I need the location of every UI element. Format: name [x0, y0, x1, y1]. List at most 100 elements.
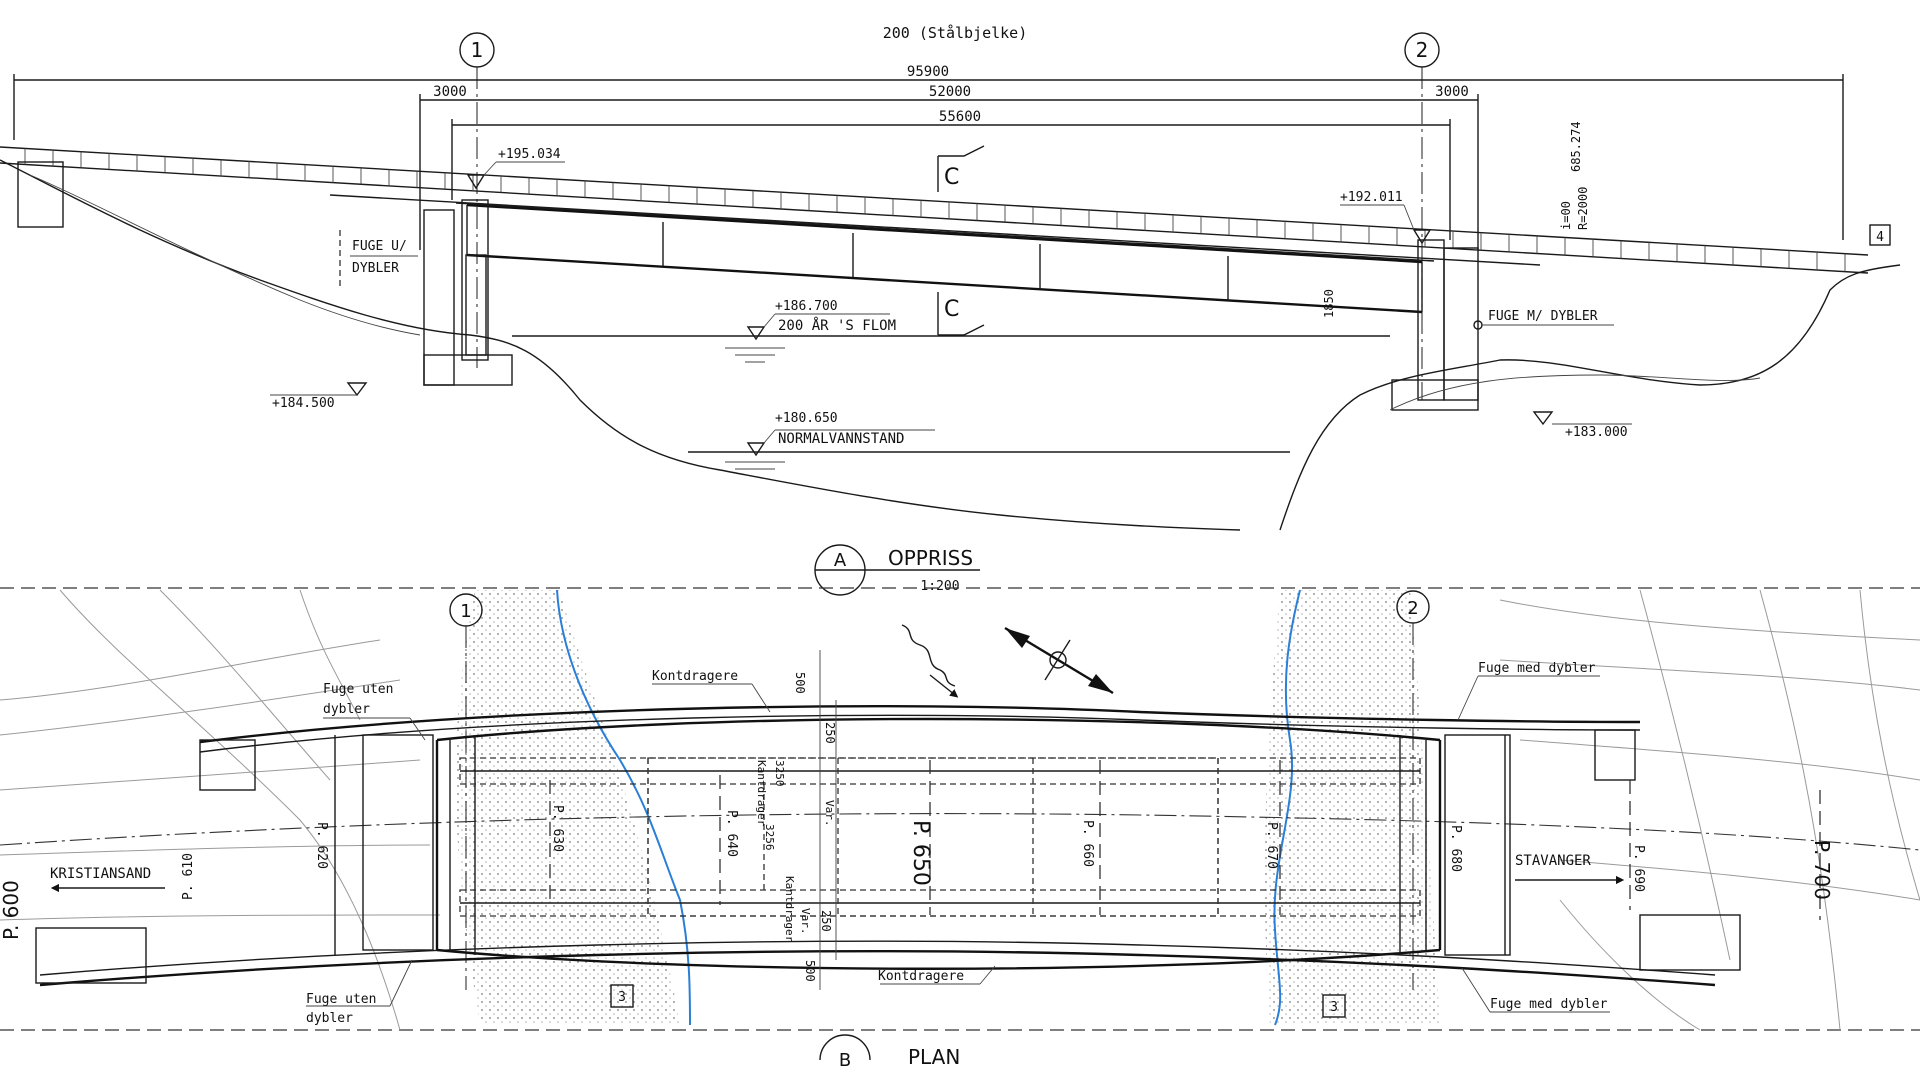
end-box-marker: 4	[1869, 224, 1891, 246]
level-right-deck: +192.011	[1340, 190, 1432, 245]
section-mark-bottom-label: C	[944, 297, 959, 322]
view-a-title: OPPRISS	[888, 546, 973, 570]
kontdragere-top-label: Kontdragere	[652, 669, 738, 684]
abutment-left	[423, 199, 513, 386]
dim-500-bottom: 500	[803, 960, 817, 982]
profile-600: P. 600	[0, 880, 23, 940]
vert-dim-3: i=00	[1559, 201, 1573, 230]
box-right: 3	[1322, 994, 1346, 1018]
kantdrager-1: Kantdrager	[755, 760, 768, 827]
axis-1-marker: 1	[459, 32, 495, 368]
normal-level-label: NORMALVANNSTAND	[778, 431, 904, 447]
direction-kristiansand: KRISTIANSAND	[50, 866, 165, 893]
plan-axis-2-label: 2	[1407, 598, 1418, 619]
fuge-uten-top-line1: Fuge uten	[323, 682, 393, 697]
dimension-total: 95900	[13, 64, 1844, 240]
flood-level: +186.700 200 ÅR 'S FLOM	[512, 299, 1390, 363]
dim-deck-label: 55600	[939, 109, 981, 125]
view-title-a: A OPPRISS 1:200	[814, 544, 980, 596]
dimension-span: 3000 52000 3000	[419, 84, 1479, 250]
city-left-label: KRISTIANSAND	[50, 866, 151, 882]
profile-670: P. 670	[1264, 822, 1279, 869]
terrain-contours	[0, 589, 1920, 1031]
plan-axis-2: 2	[1396, 590, 1430, 990]
view-b-letter: B	[839, 1050, 851, 1071]
profile-630: P. 630	[550, 805, 565, 852]
abutment-right	[1391, 239, 1479, 411]
fuge-uten-top-line2: dybler	[323, 702, 370, 717]
section-mark-bottom: C	[937, 292, 985, 336]
kantdrager-2: Kantdrager	[783, 876, 796, 943]
profile-lines	[549, 760, 1821, 920]
end-box-label: 4	[1876, 230, 1884, 245]
profile-700: P. 700	[1810, 840, 1834, 900]
road-edges	[0, 704, 1920, 987]
left-end-block	[17, 161, 64, 228]
fuge-left-line2: DYBLER	[352, 261, 399, 276]
level-ground-right: +183.000	[1532, 411, 1632, 440]
plan-view: 1 2	[0, 587, 1920, 1071]
fuge-med-top-note: Fuge med dybler	[1457, 661, 1600, 721]
flood-level-label: 200 ÅR 'S FLOM	[778, 317, 896, 334]
dim-3256: 3256	[763, 824, 776, 851]
view-title-b: B PLAN	[819, 1034, 960, 1071]
section-mark-top-label: C	[944, 165, 959, 190]
axis-2-marker: 2	[1404, 32, 1440, 400]
dim-total-label: 95900	[907, 64, 949, 80]
plan-axis-1-label: 1	[460, 601, 471, 622]
level-right-deck-value: +192.011	[1340, 190, 1403, 205]
bridge-railing	[0, 146, 1869, 274]
profile-650: P. 650	[908, 820, 933, 886]
view-a-scale: 1:200	[920, 579, 959, 594]
section-mark-top: C	[937, 145, 985, 192]
top-label: 200 (Stålbjelke)	[883, 24, 1028, 42]
bridge-deck-plan	[334, 717, 1511, 970]
fuge-med-top-label: Fuge med dybler	[1478, 661, 1596, 676]
kontdragere-bottom-note: Kontdragere	[878, 965, 996, 985]
level-ground-left: +184.500	[270, 382, 368, 411]
fuge-med-bottom-label: Fuge med dybler	[1490, 997, 1608, 1012]
plan-small-dims: 500 250 Kantdrager 3250 Var. 3256 Kantdr…	[755, 650, 837, 990]
dimension-deck: 55600	[451, 109, 1451, 240]
view-b-title: PLAN	[908, 1045, 960, 1069]
vert-dim-2: R=2000	[1576, 187, 1590, 230]
flood-level-value: +186.700	[775, 299, 838, 314]
kontdragere-top-note: Kontdragere	[652, 669, 771, 713]
fuge-right-note: FUGE M/ DYBLER	[1473, 309, 1614, 330]
fuge-uten-bottom-line2: dybler	[306, 1011, 353, 1026]
fuge-left-note: FUGE U/ DYBLER	[339, 230, 418, 290]
fuge-uten-bottom-note: Fuge uten dybler	[306, 959, 413, 1026]
box-left-label: 3	[618, 990, 626, 1005]
elevation-view: 200 (Stålbjelke) 1 2 95900 3000 52000 30…	[0, 24, 1901, 596]
fuge-uten-top-note: Fuge uten dybler	[323, 682, 426, 741]
var-1: Var.	[823, 800, 836, 827]
var-2: Var.	[799, 908, 812, 935]
dim-right-label: 3000	[1435, 84, 1469, 100]
ground-left-value: +184.500	[272, 396, 335, 411]
girder-depth-label: 1850	[1322, 289, 1336, 318]
profile-690: P. 690	[1631, 845, 1646, 892]
normal-level-value: +180.650	[775, 411, 838, 426]
profile-680: P. 680	[1448, 825, 1463, 872]
level-left-deck: +195.034	[466, 147, 565, 190]
profile-660: P. 660	[1080, 820, 1095, 867]
profile-640: P. 640	[724, 810, 739, 857]
vertical-curve-dims: 685.274 R=2000 i=00	[1559, 121, 1590, 230]
axis-2-label: 2	[1416, 38, 1429, 62]
dim-left-label: 3000	[433, 84, 467, 100]
fuge-med-bottom-note: Fuge med dybler	[1461, 967, 1610, 1013]
fuge-uten-bottom-line1: Fuge uten	[306, 992, 376, 1007]
dim-span-label: 52000	[929, 84, 971, 100]
dim-500-top: 500	[793, 672, 807, 694]
flow-direction-arrow	[901, 624, 959, 698]
steel-girder	[455, 202, 1435, 314]
dim-250-top: 250	[823, 722, 837, 744]
river-right	[1273, 589, 1301, 1026]
fuge-right-label: FUGE M/ DYBLER	[1488, 309, 1598, 324]
city-right-label: STAVANGER	[1515, 853, 1591, 869]
profile-620: P. 620	[314, 822, 329, 869]
plan-axis-1: 1	[449, 593, 483, 990]
river-left	[556, 589, 691, 1026]
kontdragere-bottom-label: Kontdragere	[878, 969, 964, 984]
